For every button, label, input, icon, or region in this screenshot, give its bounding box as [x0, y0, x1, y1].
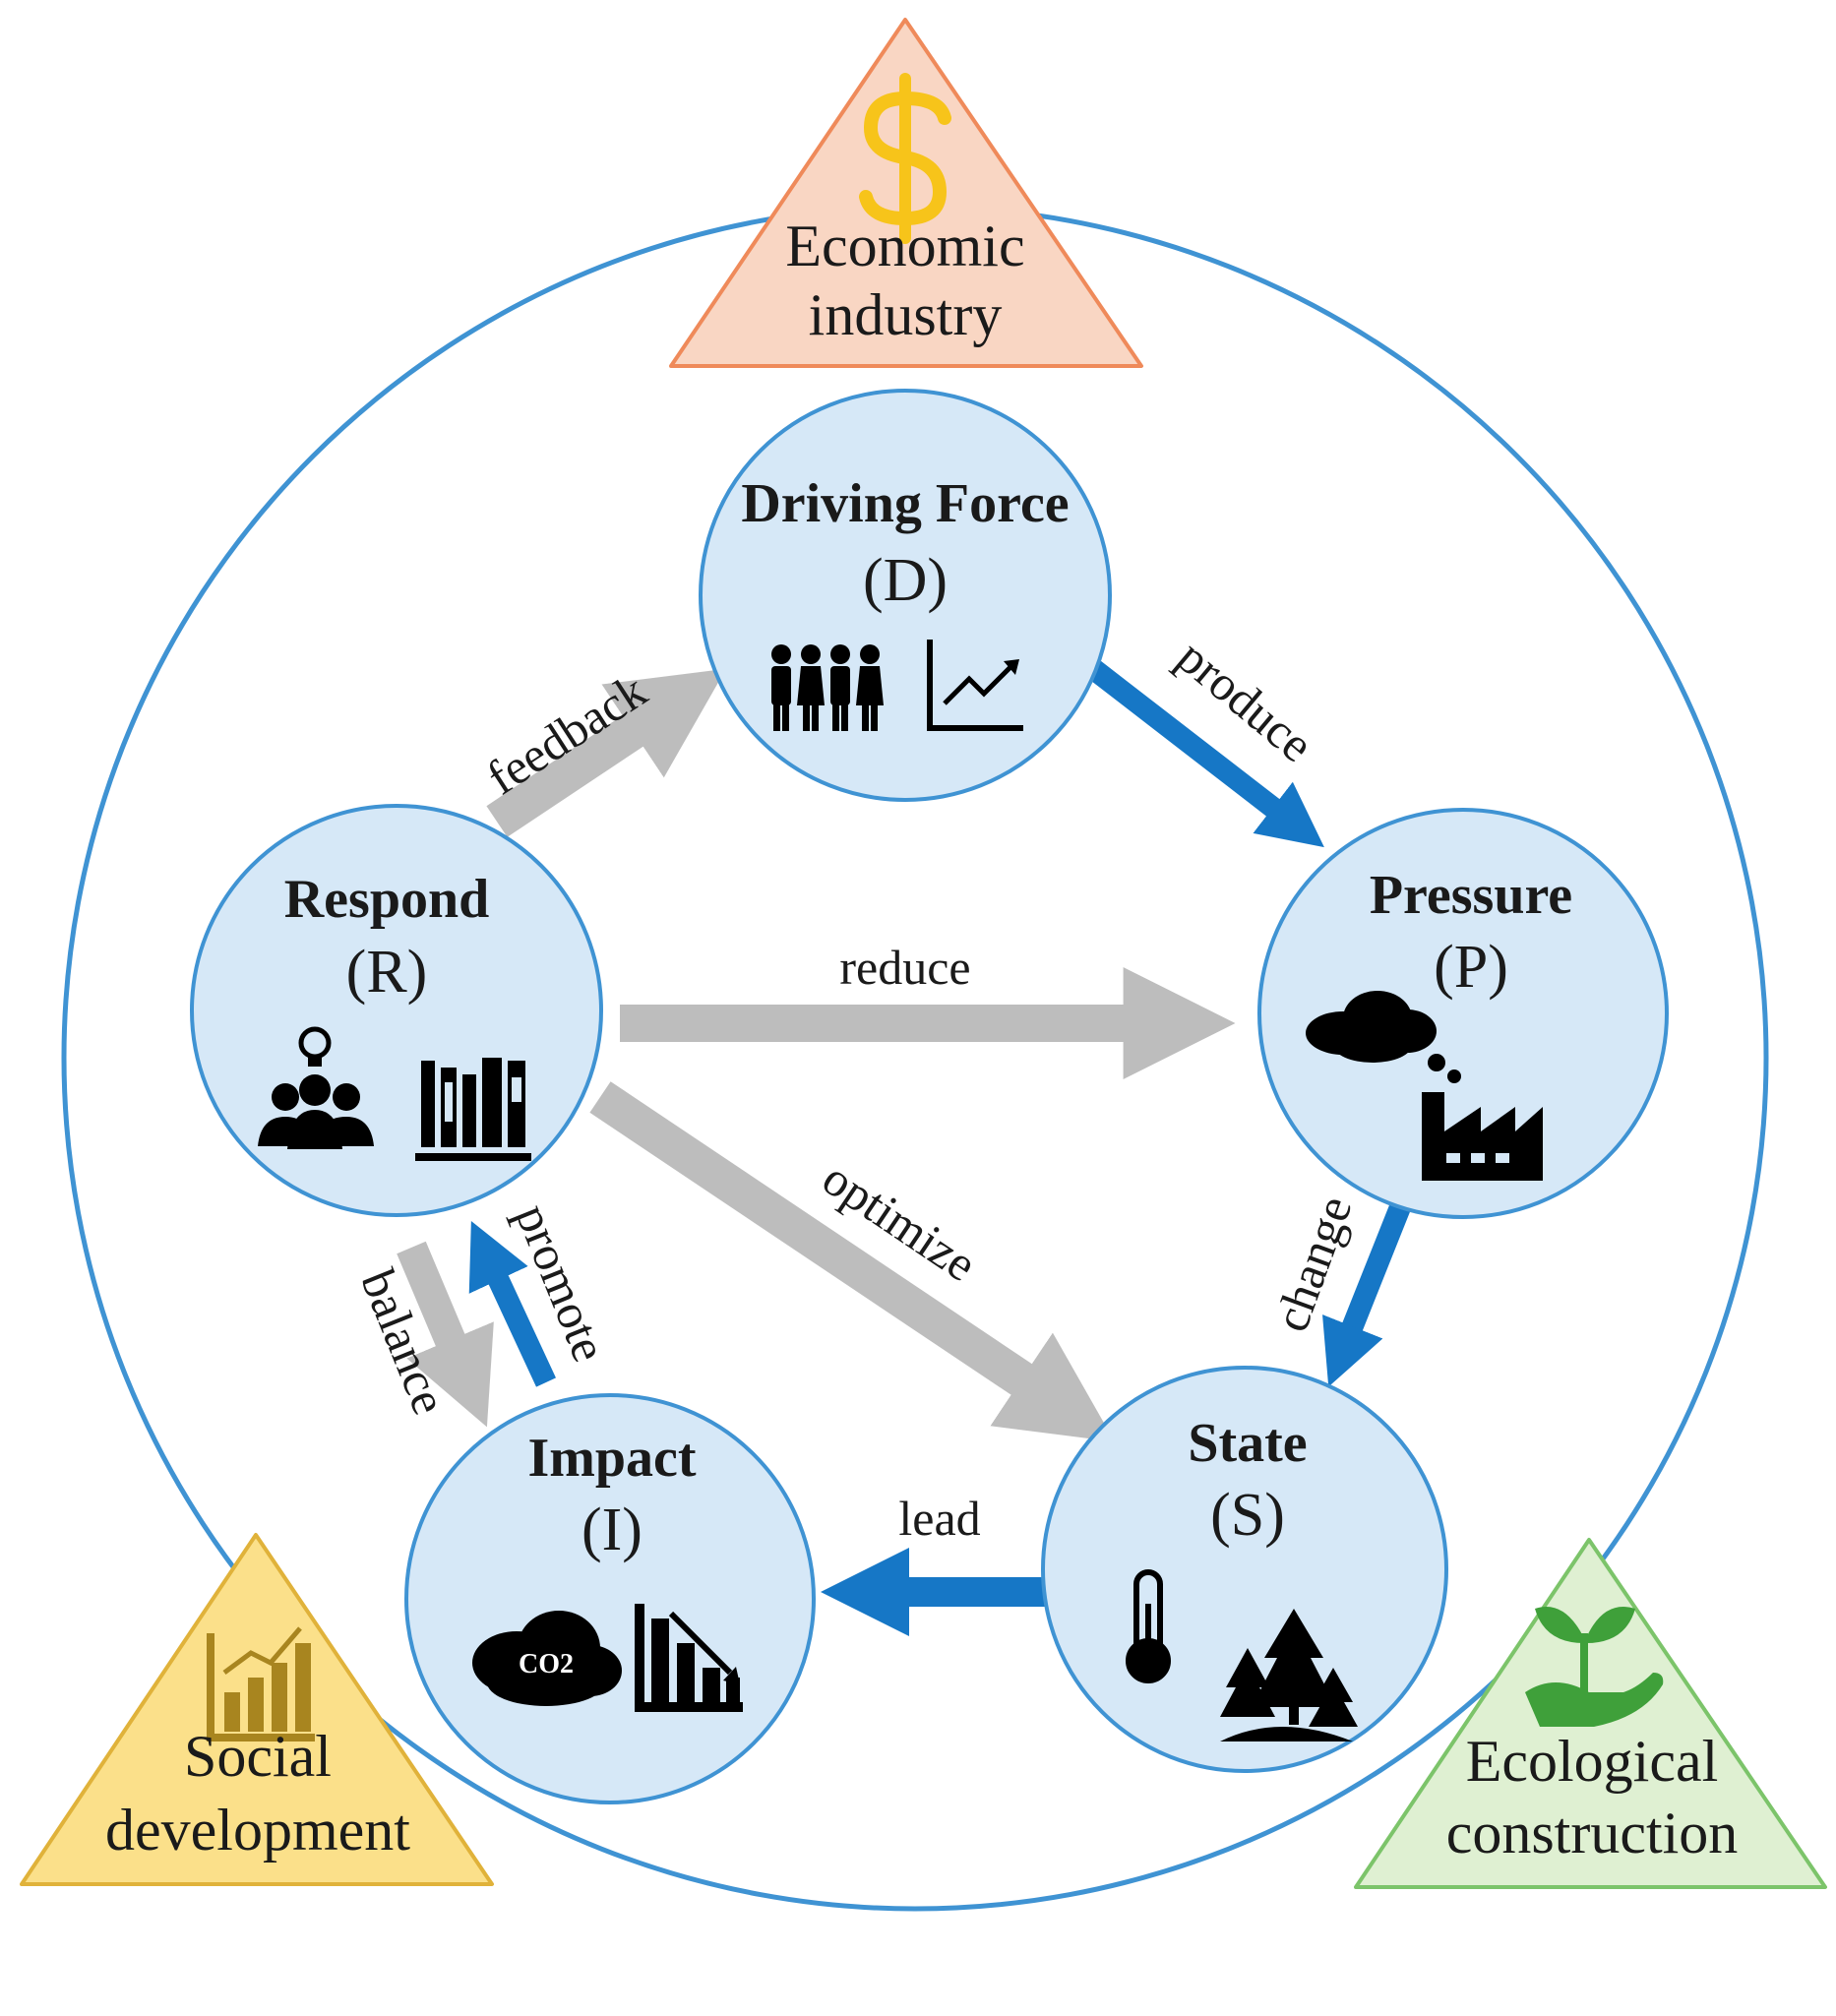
node-state: State (S) [1041, 1366, 1448, 1773]
node-impact: Impact (I) CO2 [404, 1393, 816, 1804]
node-driving-force-code: (D) [863, 547, 948, 614]
triangle-social-development: Social development [20, 1533, 494, 1886]
population-icon [771, 644, 884, 731]
node-pressure-title: Pressure [1370, 865, 1572, 926]
team-idea-icon [258, 1026, 374, 1149]
declining-chart-icon [635, 1604, 743, 1712]
node-respond-title: Respond [284, 869, 490, 930]
node-respond: Respond (R) [190, 804, 603, 1217]
node-state-code: (S) [1210, 1482, 1285, 1549]
edge-label-reduce: reduce [839, 940, 970, 995]
social-growth-chart-icon [207, 1626, 315, 1741]
thermometer-icon [1126, 1569, 1171, 1683]
node-pressure: Pressure (P) [1257, 808, 1669, 1219]
factory-icon [1422, 1092, 1543, 1181]
growth-chart-icon [927, 640, 1023, 731]
node-impact-code: (I) [581, 1497, 643, 1563]
arrow-promote [468, 1221, 556, 1387]
edge-label-lead: lead [898, 1491, 980, 1546]
co2-label: CO2 [519, 1649, 574, 1680]
triangle-ecological-line2: construction [1446, 1801, 1739, 1865]
triangle-social-line1: Social [184, 1724, 332, 1789]
node-state-title: State [1188, 1413, 1307, 1474]
books-icon [415, 1058, 531, 1161]
triangle-economic-line2: industry [809, 282, 1003, 347]
arrow-change [1322, 1197, 1413, 1387]
arrow-feedback [486, 668, 726, 837]
node-pressure-code: (P) [1434, 934, 1508, 1001]
forest-icon [1220, 1609, 1358, 1741]
triangle-ecological-line1: Ecological [1466, 1729, 1719, 1794]
plant-in-hand-icon [1525, 1607, 1664, 1727]
node-impact-title: Impact [527, 1428, 696, 1489]
node-driving-force-title: Driving Force [741, 473, 1069, 534]
node-driving-force: Driving Force (D) [699, 389, 1112, 802]
triangle-ecological-construction: Ecological construction [1354, 1538, 1827, 1889]
dollar-icon [859, 73, 951, 244]
triangle-economic-line1: Economic [785, 214, 1024, 278]
arrow-optimize [589, 1081, 1115, 1442]
triangle-social-line2: development [105, 1798, 410, 1863]
co2-cloud-icon: CO2 [472, 1611, 622, 1706]
smoke-cloud-icon [1306, 991, 1461, 1083]
arrow-produce [1080, 655, 1324, 848]
node-respond-code: (R) [346, 939, 428, 1006]
triangle-economic-industry: Economic industry [669, 18, 1143, 368]
arrow-balance [397, 1241, 494, 1428]
